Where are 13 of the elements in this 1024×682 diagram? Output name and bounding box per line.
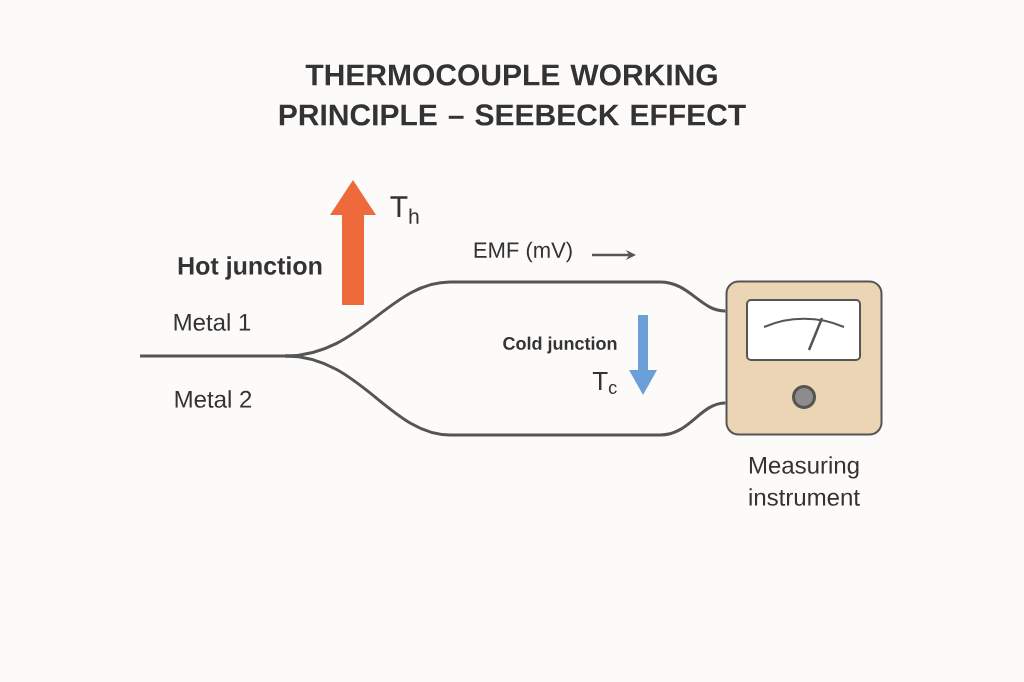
label: Metal 1: [174, 313, 251, 331]
title: THERMOCOUPLE WORKING PRINCIPLE – SEEBECK EFFECT: [279, 64, 746, 126]
wire: [140, 354, 286, 358]
t-label: T$_{c}$: [592, 372, 617, 394]
measuring-instrument: Measuring instrument: [725, 280, 883, 506]
wire: [285, 280, 726, 358]
label: Hot junction: [178, 256, 322, 280]
wire: [285, 354, 726, 437]
label: EMF (mV): [474, 241, 572, 263]
t-label: T$_{h}$: [390, 196, 419, 224]
node-label: Measuring instrument: [749, 456, 860, 506]
label: Cold junction: [503, 336, 617, 354]
label: Metal 2: [175, 390, 252, 408]
